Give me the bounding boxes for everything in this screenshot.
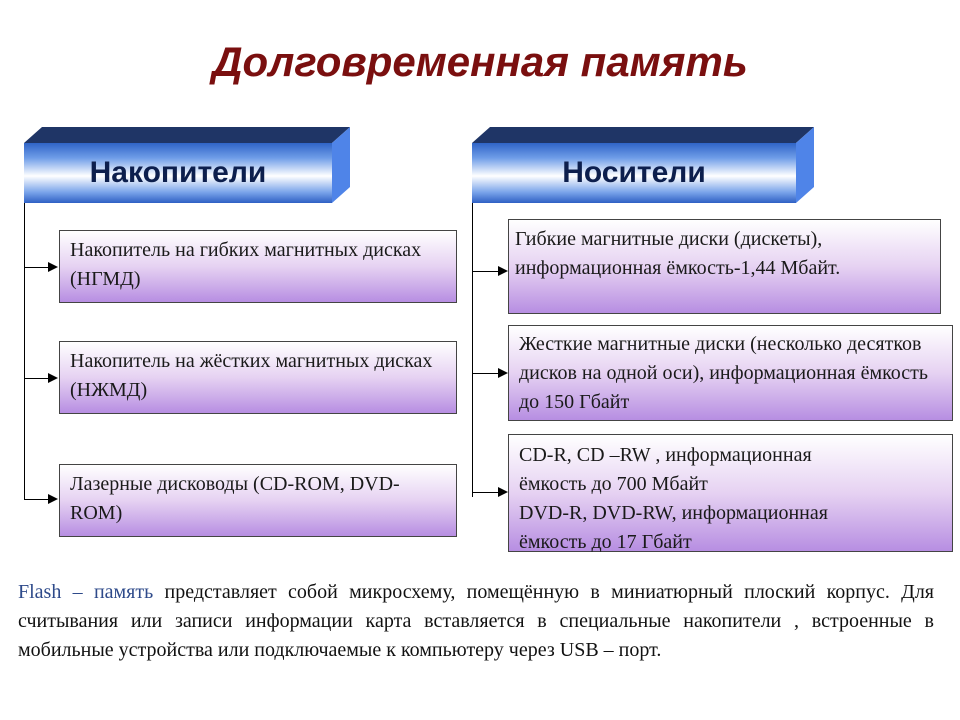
drives-arrow-1 (48, 262, 58, 272)
media-arrow-2 (498, 368, 508, 378)
drives-arrow-3 (48, 494, 58, 504)
media-connector-1 (472, 271, 500, 272)
media-connector-2 (472, 373, 500, 374)
media-connector-3 (472, 492, 500, 493)
drives-connector-2 (24, 378, 50, 379)
drives-header-top (24, 127, 350, 203)
drive-box-optical: Лазерные дисководы (CD-ROM, DVD-ROM) (59, 464, 457, 537)
media-arrow-3 (498, 487, 508, 497)
media-optical-line-3: DVD-R, DVD-RW, информационная (519, 502, 828, 524)
media-box-floppy: Гибкие магнитные диски (дискеты), информ… (508, 219, 941, 314)
media-header-top (472, 127, 814, 203)
media-arrow-1 (498, 266, 508, 276)
drives-header-label: Накопители (24, 143, 332, 203)
media-header-label: Носители (472, 143, 796, 203)
flash-memory-term: Flash – память (18, 581, 154, 603)
drives-connector-1 (24, 267, 50, 268)
media-header: Носители (472, 127, 814, 203)
flash-memory-paragraph: Flash – память представляет собой микрос… (18, 578, 934, 665)
drives-connector-vertical (24, 203, 25, 500)
media-connector-vertical (472, 203, 473, 497)
drives-connector-3 (24, 499, 50, 500)
media-optical-line-1: CD-R, CD –RW , информационная (519, 444, 812, 466)
media-optical-line-4: ёмкость до 17 Гбайт (519, 531, 692, 553)
drives-header: Накопители (24, 127, 350, 203)
media-box-optical-discs: CD-R, CD –RW , информационная ёмкость до… (508, 434, 953, 553)
page-title: Долговременная память (212, 38, 748, 85)
media-optical-line-2: ёмкость до 700 Мбайт (519, 473, 708, 495)
drive-box-hdd: Накопитель на жёстких магнитных дисках (… (59, 341, 457, 414)
flash-memory-text: представляет собой микросхему, помещённу… (18, 581, 935, 661)
media-box-hard-disks: Жесткие магнитные диски (несколько десят… (508, 325, 953, 421)
drive-box-fdd: Накопитель на гибких магнитных дисках (Н… (59, 230, 457, 303)
drives-arrow-2 (48, 373, 58, 383)
